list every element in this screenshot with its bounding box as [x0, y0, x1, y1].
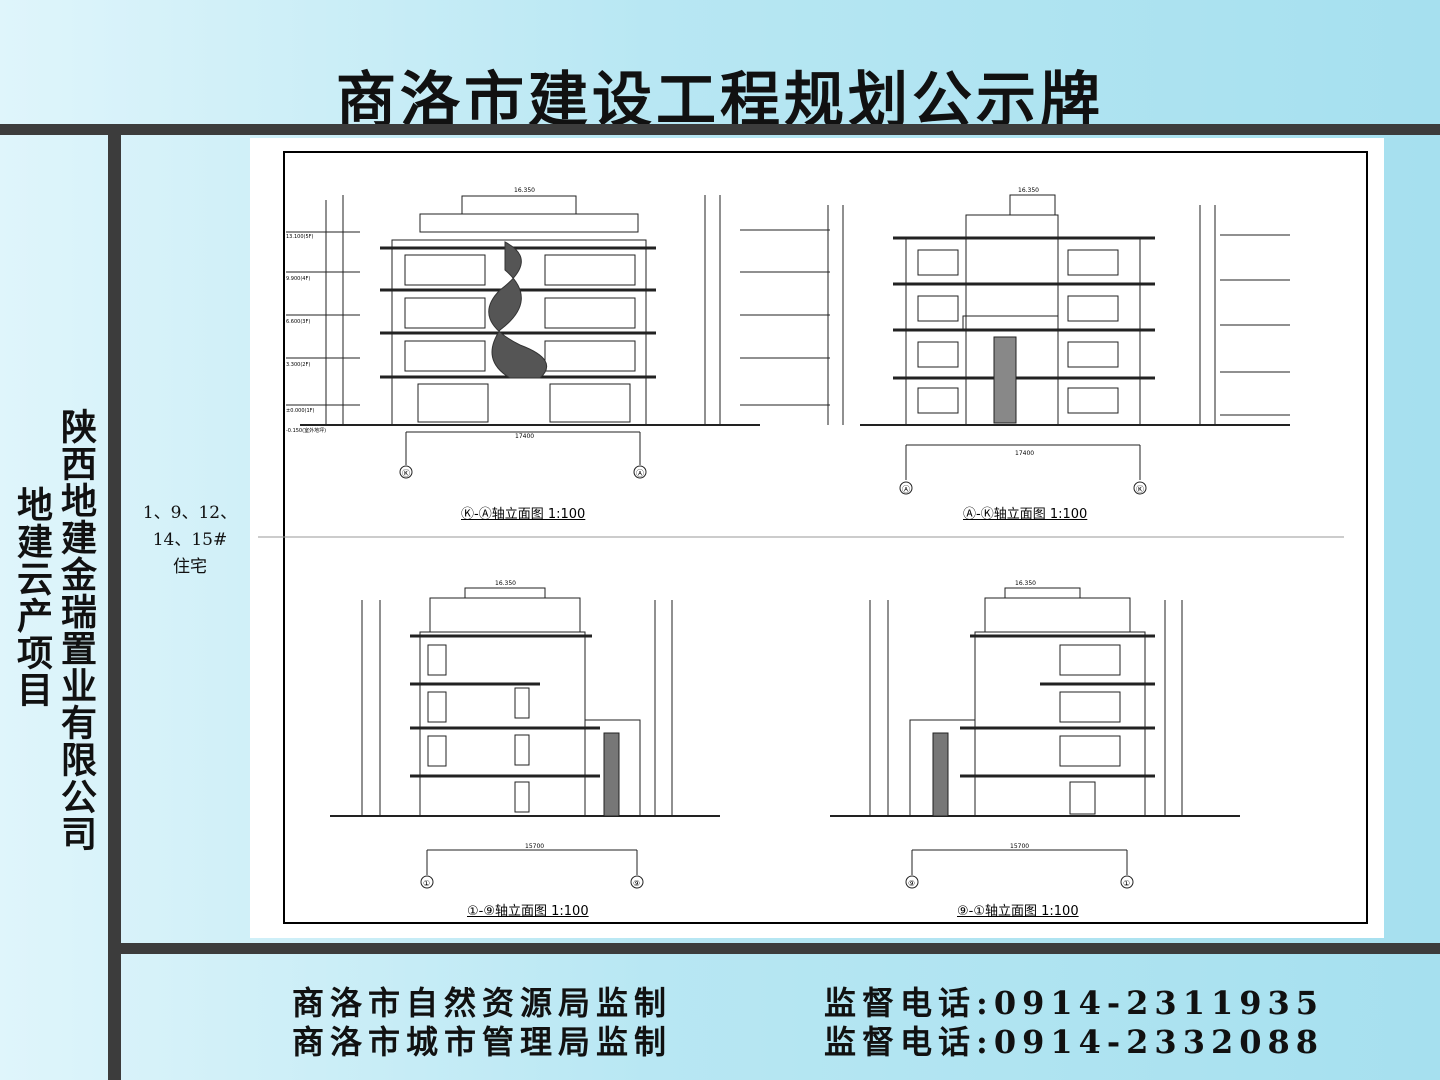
- elev2-axis-right: Ⓚ: [1136, 485, 1144, 494]
- building-line-1: 1、9、12、: [142, 503, 238, 523]
- elev3-axis-right: ⑨: [633, 879, 640, 888]
- elev4-roof-label: 16.350: [1015, 580, 1036, 587]
- elev3-width-label: 15700: [525, 843, 544, 850]
- caption-elevation-1-9: ①-⑨轴立面图 1:100: [467, 904, 589, 919]
- elev1-level-3f: 6.600(3F): [286, 319, 310, 325]
- phone-nature-resources: 监督电话:0914-2311935: [824, 984, 1325, 1022]
- elev1-level-5f: 13.100(5F): [286, 234, 314, 240]
- company-name: 陕西地建金瑞置业有限公司: [55, 408, 97, 852]
- elevation-k-a: [286, 195, 830, 479]
- elev1-level-2f: 3.300(2F): [286, 362, 310, 368]
- elev1-width-label: 17400: [515, 433, 534, 440]
- elev1-level-ground: -0.150(室外地坪): [286, 427, 326, 434]
- elev2-roof-label: 16.350: [1018, 187, 1039, 194]
- elev1-axis-right: Ⓐ: [636, 469, 644, 478]
- elevation-1-9: [330, 587, 720, 889]
- elev3-roof-label: 16.350: [495, 580, 516, 587]
- project-name: 地建云产项目: [11, 486, 53, 708]
- footer-divider: [108, 943, 1440, 954]
- top-divider: [0, 124, 1440, 135]
- elevation-a-k: [827, 194, 1290, 495]
- supervisor-city-management: 商洛市城市管理局监制: [292, 1023, 673, 1061]
- elev4-axis-left: ⑨: [908, 879, 915, 888]
- elev3-axis-left: ①: [423, 879, 430, 888]
- elev1-roof-label: 16.350: [514, 187, 535, 194]
- caption-elevation-9-1: ⑨-①轴立面图 1:100: [957, 904, 1079, 919]
- building-line-2: 14、15#: [152, 530, 228, 550]
- building-numbers: 1、9、12、 14、15# 住宅: [130, 500, 250, 581]
- elev1-axis-left: Ⓚ: [402, 469, 410, 478]
- building-line-3: 住宅: [173, 557, 207, 577]
- elev1-level-4f: 9.900(4F): [286, 276, 310, 282]
- caption-elevation-k-a: Ⓚ-Ⓐ轴立面图 1:100: [461, 507, 586, 522]
- supervisor-nature-resources: 商洛市自然资源局监制: [292, 984, 673, 1022]
- elev2-axis-left: Ⓐ: [902, 485, 910, 494]
- elevation-9-1: [830, 587, 1240, 889]
- caption-elevation-a-k: Ⓐ-Ⓚ轴立面图 1:100: [963, 507, 1088, 522]
- left-divider: [108, 124, 121, 1080]
- elev4-axis-right: ①: [1123, 879, 1130, 888]
- phone-city-management: 监督电话:0914-2332088: [824, 1023, 1325, 1061]
- elev1-level-1f: ±0.000(1F): [286, 408, 315, 414]
- elev2-width-label: 17400: [1015, 450, 1034, 457]
- elev4-width-label: 15700: [1010, 843, 1029, 850]
